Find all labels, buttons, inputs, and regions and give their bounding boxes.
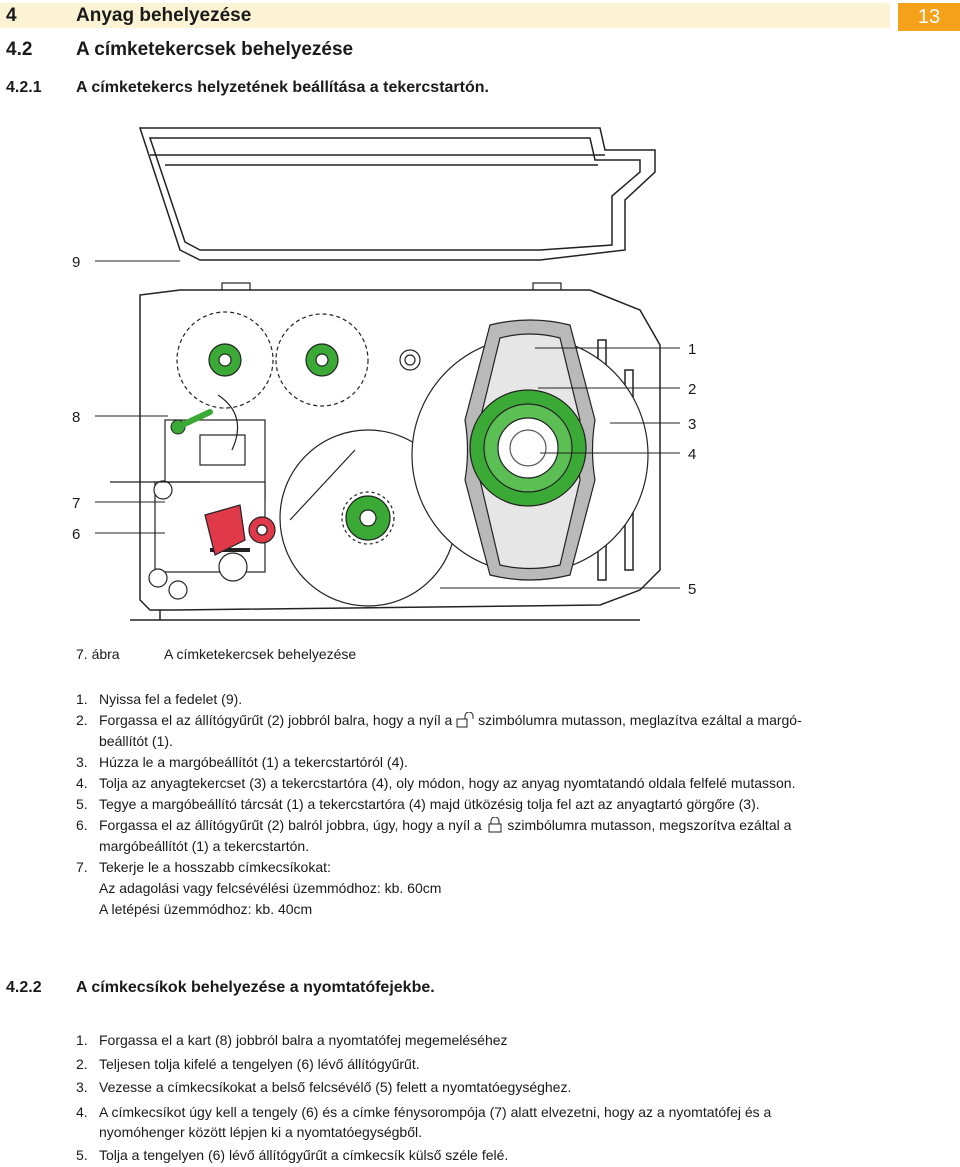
list-item: 1.Forgassa el a kart (8) jobbról balra a… [76,1029,771,1053]
figure-caption-text: A címketekercsek behelyezése [164,646,356,662]
callout-2: 2 [688,381,696,398]
callout-1: 1 [688,341,696,358]
callout-3: 3 [688,416,696,433]
list-item: 3.Vezesse a címkecsíkokat a belső felcsé… [76,1076,771,1100]
lock-icon [486,817,504,833]
section-title: A címketekercsek behelyezése [76,39,353,61]
list-item: 7.Tekerje le a hosszabb címkecsíkokat:Az… [76,857,802,920]
list-item: 6.Forgassa el az állítógyűrűt (2) balról… [76,815,802,857]
list-item: 2.Forgassa el az állítógyűrűt (2) jobbró… [76,710,802,752]
chapter-title: Anyag behelyezése [76,5,251,27]
list-item: 5.Tegye a margóbeállító tárcsát (1) a te… [76,794,802,815]
printer-loading-illustration: 9 8 7 6 1 2 3 4 5 [0,120,960,640]
list-item: 5.Tolja a tengelyen (6) lévő állítógyűrű… [76,1144,771,1167]
list-item: 3.Húzza le a margóbeállítót (1) a tekerc… [76,752,802,773]
unlock-icon [456,712,474,728]
figure-caption-label: 7. ábra [76,646,120,662]
callout-9: 9 [72,254,80,271]
chapter-number: 4 [6,5,17,27]
callout-4: 4 [688,446,696,463]
list-item: 4.A címkecsíkot úgy kell a tengely (6) é… [76,1102,771,1142]
list-item: 4.Tolja az anyagtekercset (3) a tekercst… [76,773,802,794]
list-item: 1.Nyissa fel a fedelet (9). [76,689,802,710]
section2-number: 4.2.2 [6,979,42,997]
steps-list-head: 1.Forgassa el a kart (8) jobbról balra a… [76,1029,771,1167]
callout-6: 6 [72,526,80,543]
page-number-badge: 13 [898,3,960,31]
print-head-assembly [149,420,265,599]
list-item: 2.Teljesen tolja kifelé a tengelyen (6) … [76,1053,771,1077]
callout-8: 8 [72,409,80,426]
subsection-title: A címketekercs helyzetének beállítása a … [76,79,489,97]
subsection-number: 4.2.1 [6,79,42,97]
printer-lid [140,128,655,260]
section-number: 4.2 [6,39,32,61]
callout-7: 7 [72,495,80,512]
callout-5: 5 [688,581,696,598]
section2-title: A címkecsíkok behelyezése a nyomtatófeje… [76,979,435,997]
steps-list-roll: 1.Nyissa fel a fedelet (9). 2.Forgassa e… [76,689,802,920]
